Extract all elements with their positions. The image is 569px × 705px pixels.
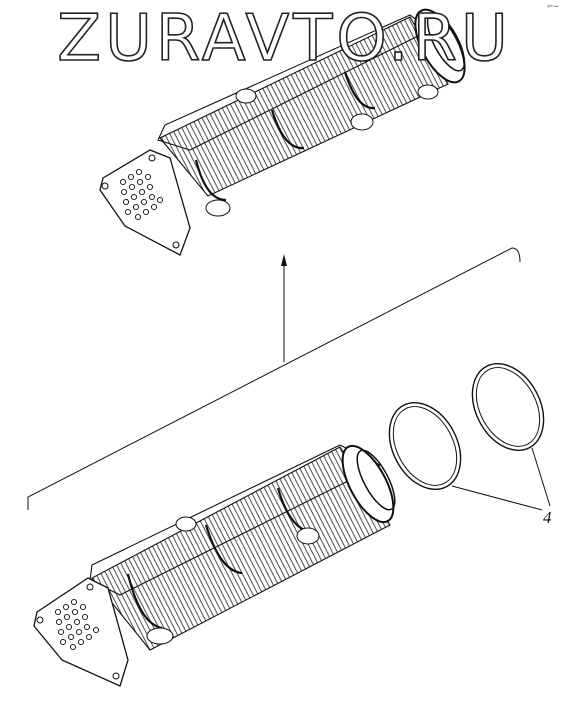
top-support-tab-1: [205, 199, 231, 217]
leader-line-1: [451, 485, 543, 511]
top-tube-ports: [119, 168, 164, 221]
top-flange-bolt-hole-3: [172, 241, 180, 249]
top-support-tab-3: [235, 88, 257, 104]
bottom-flange-bolt-hole-3: [112, 672, 120, 680]
top-support-tab-4: [417, 84, 439, 100]
bottom-support-ring-1: [126, 573, 163, 630]
top-cooler-assembly: [99, 8, 466, 256]
bottom-tube-fins: [91, 446, 391, 651]
bottom-end-cap-inner: [356, 449, 396, 511]
o-ring-2: [471, 362, 545, 452]
corner-mark: ⌐─: [547, 2, 559, 11]
leader-line-2: [531, 447, 551, 507]
top-support-ring-2: [270, 109, 305, 150]
o-ring-1-inner: [392, 406, 458, 486]
bottom-support-ring-2: [204, 524, 243, 575]
bottom-end-cap-outer: [341, 444, 395, 524]
top-support-ring-1: [194, 159, 227, 202]
bottom-cooler-assembly: [33, 444, 396, 687]
top-tube-fins: [159, 16, 449, 197]
top-flange-bolt-hole-1: [101, 182, 109, 190]
bottom-tube-ports: [54, 598, 100, 651]
top-support-tab-2: [350, 113, 374, 131]
bottom-support-tab-3: [296, 527, 320, 545]
watermark-text: ZURAVTO.RU: [56, 1, 512, 77]
assembly-bracket: [27, 247, 521, 510]
o-ring-2-inner: [475, 367, 541, 447]
assembly-arrow: [281, 254, 287, 362]
o-ring-seals: [388, 362, 551, 511]
bottom-support-tab-2: [175, 516, 197, 532]
callout-label-4: 4: [543, 508, 552, 527]
top-end-cap-inner: [426, 12, 466, 72]
top-support-ring-3: [343, 71, 376, 110]
top-flange-bolt-hole-2: [148, 154, 156, 162]
bottom-flange-bolt-hole-2: [86, 583, 94, 591]
o-ring-1: [388, 401, 462, 491]
bottom-support-tab-1: [146, 627, 174, 645]
bottom-flange-bolt-hole-1: [36, 616, 44, 624]
